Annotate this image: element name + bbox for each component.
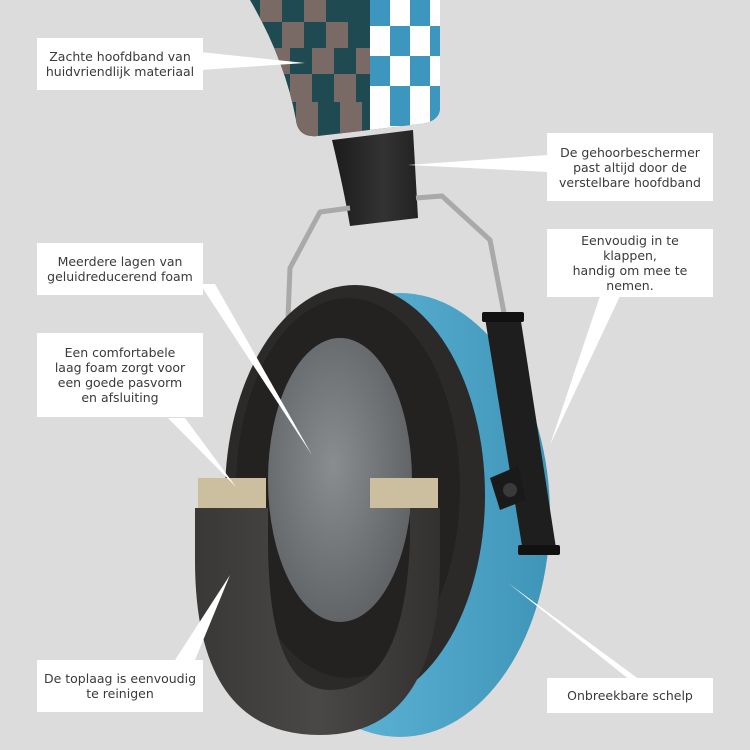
callout-foldable: Eenvoudig in te klappen, handig om mee t… [547, 229, 713, 297]
callout-pointers [168, 52, 640, 680]
inner-foam [268, 338, 412, 622]
cushion [195, 508, 440, 735]
callout-cleanable-top: De toplaag is eenvoudig te reinigen [37, 660, 203, 712]
callout-adjustable-headband: De gehoorbeschermer past altijd door de … [547, 133, 713, 201]
hinge-arm [482, 312, 560, 555]
callout-unbreakable-shell: Onbreekbare schelp [547, 678, 713, 713]
headband [250, 0, 440, 137]
callout-headband-material: Zachte hoofdband van huidvriendlijk mate… [37, 38, 203, 90]
adjustable-strap [332, 130, 418, 226]
comfort-foam-layer [198, 478, 438, 508]
callout-foam-layers: Meerdere lagen van geluidreducerend foam [37, 243, 203, 295]
wire-yoke [285, 193, 508, 319]
callout-comfort-foam: Een comfortabele laag foam zorgt voor ee… [37, 333, 203, 417]
